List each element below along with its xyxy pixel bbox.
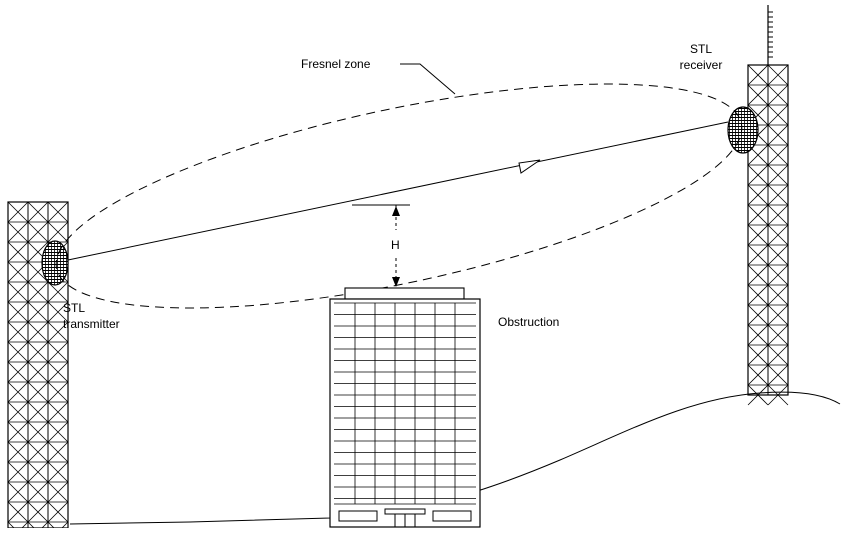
obstruction-building	[329, 287, 481, 528]
line-of-sight-path	[67, 121, 729, 261]
transmitter-label-line2: transmitter	[63, 317, 120, 331]
fresnel-zone-leader	[400, 63, 456, 95]
clearance-label: H	[391, 238, 400, 252]
receiver-label-line1: STL	[690, 42, 712, 56]
clearance-dimension	[352, 204, 410, 287]
fresnel-zone-ellipse	[55, 83, 743, 309]
transmitter-antenna	[41, 240, 69, 286]
direction-arrow	[518, 159, 541, 174]
fresnel-zone-label: Fresnel zone	[301, 57, 371, 71]
receiver-antenna	[727, 106, 759, 154]
obstruction-label: Obstruction	[498, 315, 559, 329]
receiver-label-line2: receiver	[680, 58, 723, 72]
transmitter-label-line1: STL	[63, 301, 85, 315]
receiver-tower	[747, 5, 789, 406]
